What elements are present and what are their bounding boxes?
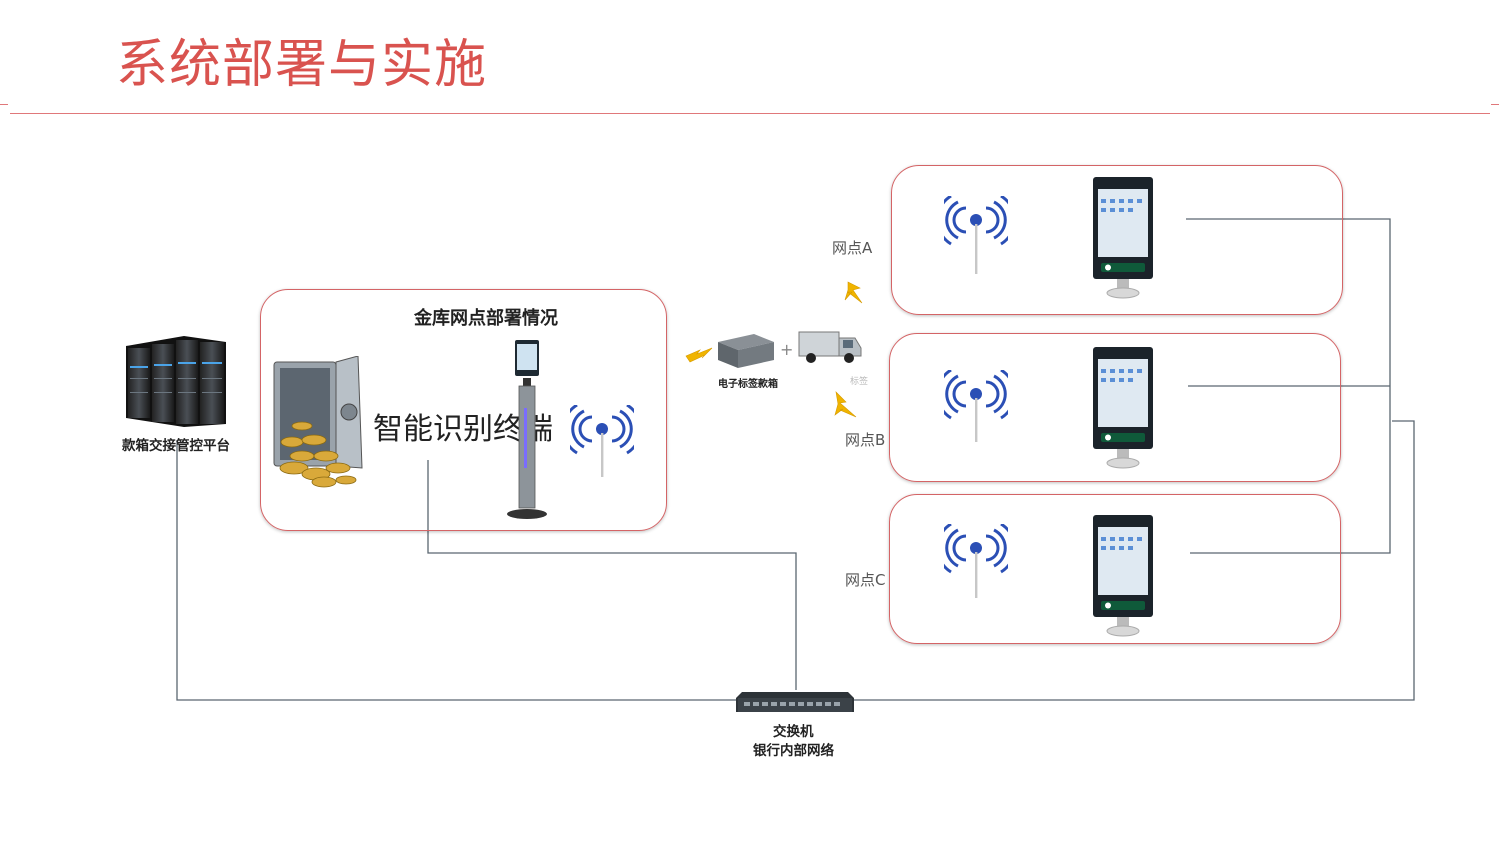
tag-label: 标签 <box>850 377 869 387</box>
network-switch-icon <box>736 692 854 712</box>
branch-label-c: 网点C <box>845 571 886 589</box>
plus-sign: + <box>780 340 794 359</box>
branch-label-a: 网点A <box>832 239 873 257</box>
vault-terminal-link <box>427 460 797 690</box>
vault-deployment-box <box>260 289 667 531</box>
recognition-terminal-icon <box>507 340 547 519</box>
vault-heading: 金库网点部署情况 <box>414 308 558 329</box>
kiosk-terminal-icon <box>1093 515 1153 637</box>
wifi-antenna-icon <box>944 196 1008 274</box>
switch-trunk-link <box>852 420 1415 701</box>
branch-box-a <box>891 165 1343 315</box>
kiosk-terminal-icon <box>1093 177 1153 299</box>
title-rule <box>10 113 1490 114</box>
rfid-cash-box-icon <box>718 334 774 368</box>
wifi-antenna-icon <box>570 405 634 477</box>
lightning-icon <box>834 391 857 418</box>
branch-box-c <box>889 494 1341 644</box>
switch-label: 交换机 <box>773 724 814 740</box>
server-rack-icon <box>126 336 226 427</box>
title-rule-tick-left <box>0 104 8 105</box>
platform-link <box>176 440 740 701</box>
page-title: 系统部署与实施 <box>116 35 488 95</box>
wifi-antenna-icon <box>944 524 1008 598</box>
platform-label: 款箱交接管控平台 <box>122 438 230 454</box>
wifi-antenna-icon <box>944 370 1008 442</box>
kiosk-terminal-icon <box>1093 347 1153 469</box>
armored-truck-icon <box>798 331 862 363</box>
branch-label-b: 网点B <box>845 431 886 449</box>
lightning-icon <box>685 347 713 363</box>
vault-safe-icon <box>273 356 363 488</box>
branch-box-b <box>889 333 1341 482</box>
network-label: 银行内部网络 <box>753 743 834 759</box>
cash-box-label: 电子标签款箱 <box>718 379 778 390</box>
lightning-icon <box>844 281 863 304</box>
title-rule-tick-right <box>1491 104 1499 105</box>
